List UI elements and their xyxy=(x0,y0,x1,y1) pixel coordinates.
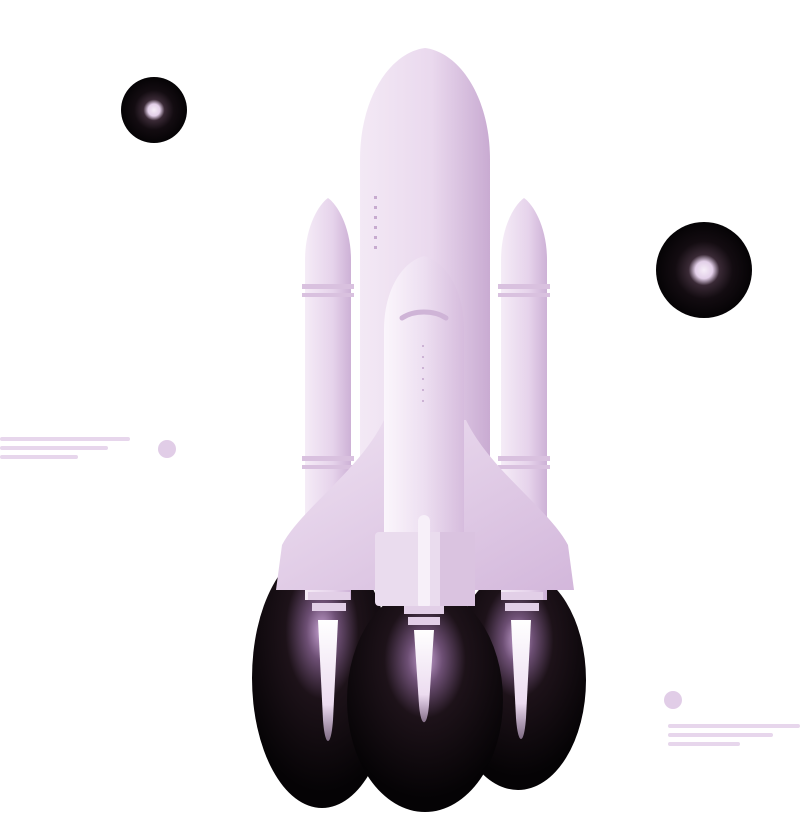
tank-rivets xyxy=(374,196,377,249)
orbiter-body xyxy=(384,256,464,600)
planet-large xyxy=(656,222,752,318)
engine-nozzles xyxy=(308,592,543,625)
orbiter-tail-fin xyxy=(418,515,430,610)
cockpit-window xyxy=(399,309,449,321)
planet-small xyxy=(121,77,187,143)
exhaust-plumes xyxy=(252,548,586,812)
dot-left xyxy=(158,440,176,458)
dot-right xyxy=(664,691,682,709)
orbiter-rivets xyxy=(422,345,424,402)
speed-lines-right xyxy=(668,724,800,746)
speed-lines-left xyxy=(0,437,130,459)
tail-shadow xyxy=(440,532,475,606)
engine-flames xyxy=(318,620,531,741)
